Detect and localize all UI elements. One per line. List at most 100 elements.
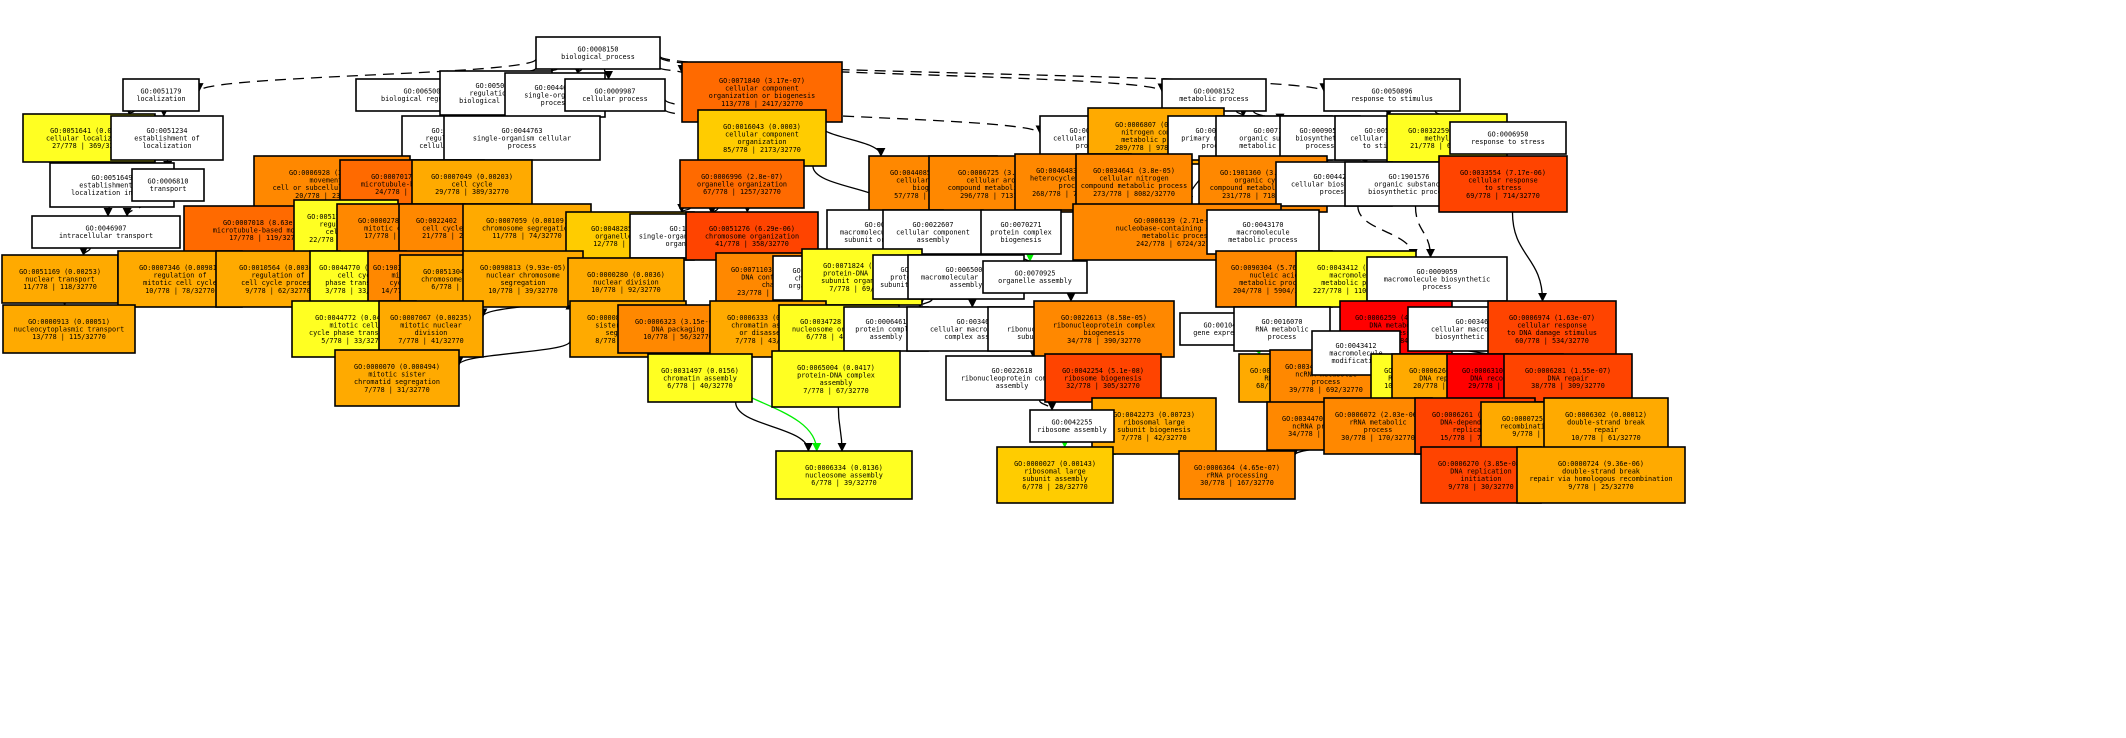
go-term-label-line: 29/778 | 389/32770 bbox=[435, 188, 509, 196]
go-term-label-line: cellular response bbox=[1350, 134, 1420, 142]
go-term-label-line: 7/778 | 69/32770 bbox=[829, 285, 894, 293]
go-term-label-line: chromatin assembly bbox=[663, 374, 737, 382]
go-term-label-line: biosynthetic process bbox=[1368, 188, 1450, 196]
go-term-label-line: DNA metabolic bbox=[1369, 322, 1422, 330]
go-term-label-line: ribonucleoprotein complex bbox=[1053, 322, 1155, 330]
go-term-label-line: 20/778 | 238/32770 bbox=[295, 192, 369, 200]
go-term-label-line: division bbox=[415, 329, 448, 337]
go-term-label-line: assembly bbox=[870, 333, 903, 341]
go-term-label-line: GO:0008150 bbox=[578, 46, 619, 54]
go-term-label-line: protein complex bbox=[855, 325, 916, 333]
go-term-label-line: subunit organization bbox=[821, 277, 903, 285]
go-term-label-line: segregation bbox=[500, 279, 545, 287]
go-term-label-line: nuclear division bbox=[593, 278, 658, 286]
go-term-box bbox=[131, 168, 205, 202]
go-term-label-line: 204/778 | 5904/32770 bbox=[1233, 287, 1315, 295]
go-term-label-line: 6/778 | 39/32770 bbox=[811, 479, 876, 487]
go-edge bbox=[664, 108, 703, 121]
go-term-label-line: GO:0009058 bbox=[1300, 127, 1341, 135]
go-term-label-line: GO:0000724 (9.36e-06) bbox=[1558, 460, 1644, 468]
go-term-label-line: cell cycle process bbox=[422, 224, 496, 232]
go-term-label-line: process bbox=[1059, 182, 1088, 190]
go-term-label-line: organic cyclic bbox=[1234, 177, 1291, 185]
go-term-box bbox=[411, 159, 533, 209]
go-term-label-line: GO:0006261 (5.37e-06) bbox=[1432, 411, 1518, 419]
go-term-label-line: process bbox=[1423, 283, 1452, 291]
go-term-label-line: subunit assembly bbox=[1022, 475, 1087, 483]
go-term-label-line: biological regulation bbox=[381, 95, 467, 103]
go-term-label-line: macromolecular complex bbox=[921, 273, 1011, 281]
go-term-label-line: organic substance bbox=[1374, 180, 1444, 188]
go-term-label-line: GO:0006725 (3.73e-06) bbox=[958, 169, 1044, 177]
go-term-label-line: GO:0006323 (3.15e-05) bbox=[635, 318, 721, 326]
go-term-label-line: establishment of bbox=[134, 134, 199, 142]
go-term-label-line: nuclear transport bbox=[25, 275, 95, 283]
go-term-label-line: macromolecule biosynthetic bbox=[1384, 275, 1490, 283]
go-term-label-line: GO:0006072 (2.03e-06) bbox=[1335, 411, 1421, 419]
go-term-label-line: complex assembly bbox=[944, 333, 1009, 341]
go-term-label-line: response to stress bbox=[1471, 138, 1545, 146]
go-term-label-line: GO:0007346 (0.00981) bbox=[139, 264, 221, 272]
go-term-node: GO:0000913 (0.00051)nucleocytoplasmic tr… bbox=[2, 304, 136, 354]
go-edge bbox=[1357, 205, 1418, 258]
go-term-label-line: GO:0051649 bbox=[92, 174, 133, 182]
go-term-label-line: double-strand break bbox=[1567, 419, 1645, 427]
go-term-label-line: process bbox=[1320, 188, 1349, 196]
go-edge bbox=[734, 401, 813, 452]
go-term-label-line: response to stimulus bbox=[1351, 95, 1433, 103]
go-term-label-line: GO:0022607 bbox=[913, 221, 954, 229]
go-term-label-line: GO:0044249 bbox=[1314, 173, 1355, 181]
go-term-label-line: GO:1901576 bbox=[1389, 173, 1430, 181]
go-term-label-line: 11/778 | 118/32770 bbox=[23, 283, 97, 291]
go-term-label-line: ribonucleoprotein complex bbox=[961, 374, 1063, 382]
go-term-label-line: rRNA processing bbox=[1206, 471, 1267, 479]
go-term-label-line: movement of bbox=[309, 177, 354, 185]
go-term-label-line: 231/778 | 7183/32770 bbox=[1222, 192, 1304, 200]
go-term-box bbox=[1161, 78, 1267, 112]
go-term-label-line: 21/778 | 665/32770 bbox=[1410, 142, 1484, 150]
go-term-label-line: or disassembly bbox=[739, 329, 796, 337]
go-term-label-line: cycle phase transition bbox=[309, 329, 399, 337]
go-term-label-line: to stimulus bbox=[1362, 142, 1407, 150]
go-term-label-line: GO:0042273 (0.00723) bbox=[1113, 411, 1195, 419]
go-term-box bbox=[1449, 121, 1567, 155]
go-term-box bbox=[1487, 300, 1617, 358]
go-term-label-line: GO:0034645 bbox=[1456, 318, 1497, 326]
go-term-label-line: assembly bbox=[950, 281, 983, 289]
go-term-label-line: GO:0051276 (6.29e-06) bbox=[709, 225, 795, 233]
go-term-label-line: GO:0046907 bbox=[86, 225, 127, 233]
go-term-label-line: regulation of bbox=[251, 272, 304, 280]
go-term-box bbox=[1323, 78, 1461, 112]
go-term-node: GO:0033554 (7.17e-06)cellular responseto… bbox=[1438, 155, 1568, 213]
go-term-node: GO:0006072 (2.03e-06)rRNA metabolicproce… bbox=[1323, 397, 1433, 455]
go-term-label-line: biosynthetic process bbox=[1435, 333, 1517, 341]
go-term-label-line: compound metabolic process bbox=[1081, 182, 1187, 190]
go-term-box bbox=[697, 109, 827, 167]
go-term-label-line: heterocycle metabolic bbox=[1030, 175, 1116, 183]
go-term-label-line: GO:0000280 (0.0036) bbox=[587, 271, 665, 279]
go-term-label-line: 10/778 | 39/32770 bbox=[488, 287, 558, 295]
go-term-label-line: GO:0009987 bbox=[595, 88, 636, 96]
go-term-label-line: GO:0000913 (0.00051) bbox=[28, 318, 110, 326]
go-term-label-line: cellular process bbox=[582, 95, 647, 103]
go-term-label-line: cellular macromolecular bbox=[930, 325, 1024, 333]
go-term-label-line: 7/778 | 31/32770 bbox=[364, 386, 429, 394]
go-term-label-line: assembly bbox=[917, 236, 950, 244]
go-term-label-line: 10/778 | 92/32770 bbox=[591, 286, 661, 294]
go-term-box bbox=[1206, 209, 1320, 255]
go-term-label-line: ribosome biogenesis bbox=[1064, 374, 1142, 382]
go-term-box bbox=[535, 36, 661, 70]
go-term-label-line: GO:0006950 bbox=[1488, 131, 1529, 139]
go-edge bbox=[1025, 252, 1035, 262]
go-term-label-line: 67/778 | 1257/32770 bbox=[703, 188, 781, 196]
go-term-box bbox=[1029, 409, 1115, 443]
go-term-label-line: metabolic process bbox=[1228, 236, 1298, 244]
go-term-label-line: to stress bbox=[1485, 184, 1522, 192]
go-term-label-line: GO:0007059 (0.00109) bbox=[486, 217, 568, 225]
